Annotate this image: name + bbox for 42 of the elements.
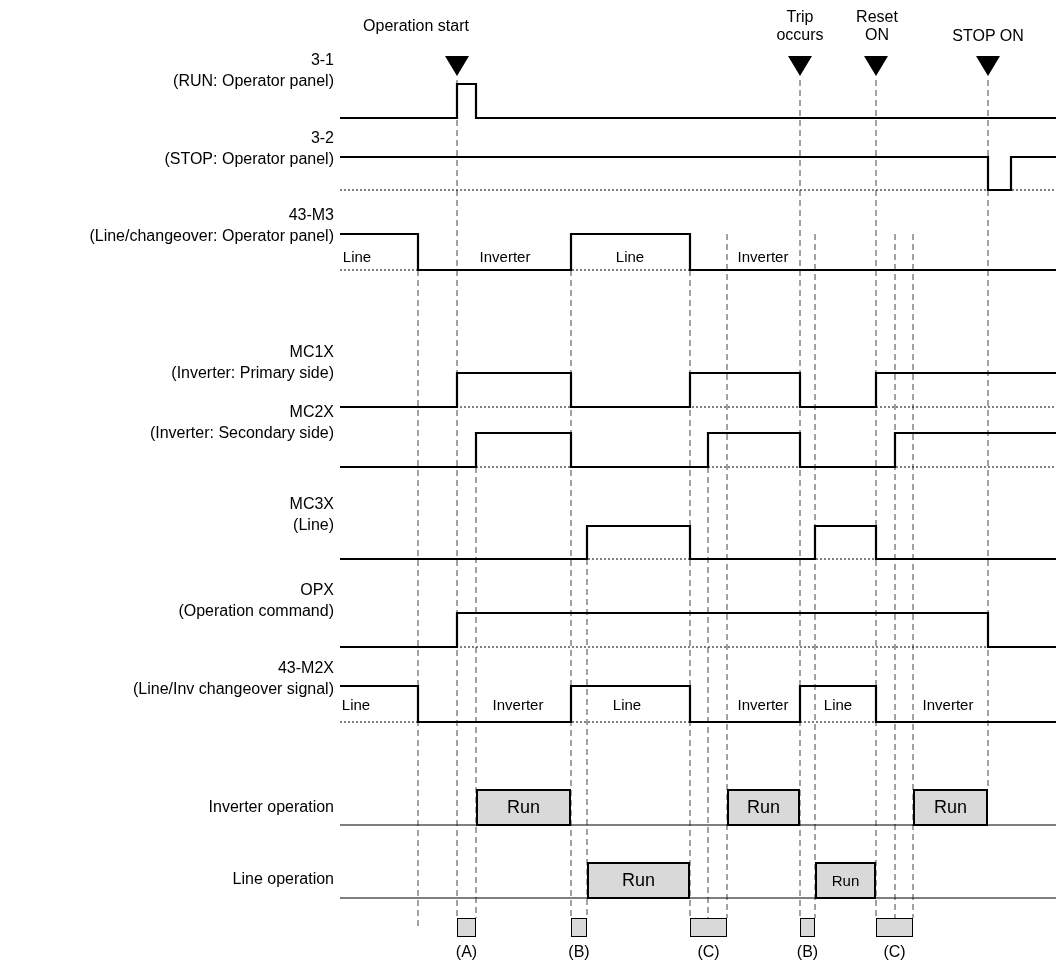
interval-label: (C) [697, 943, 720, 961]
run-interval-box: Run [476, 789, 571, 826]
signal-description: (Operation command) [178, 602, 334, 621]
event-label: Trip occurs [775, 8, 825, 45]
interval-label: (B) [568, 943, 590, 961]
interval-label: (C) [883, 943, 906, 961]
state-label: Inverter [922, 696, 974, 714]
state-label: Inverter [737, 696, 789, 714]
state-label: Line [823, 696, 853, 714]
signal-description: (Line/changeover: Operator panel) [89, 227, 334, 246]
interval-label: (B) [796, 943, 819, 961]
state-label: Line [341, 696, 371, 714]
signal-description: (Line) [293, 516, 334, 535]
signal-description: (Line/Inv changeover signal) [133, 680, 334, 699]
signal-name: OPX [300, 581, 334, 600]
state-label: Line [342, 248, 372, 266]
event-label: STOP ON [952, 27, 1024, 46]
signal-description: (STOP: Operator panel) [164, 150, 334, 169]
run-interval-box: Run [727, 789, 800, 826]
run-interval-box: Run [587, 862, 690, 899]
run-interval-box: Run [815, 862, 876, 899]
signal-name: 43-M2X [277, 659, 334, 678]
signal-description: (Inverter: Secondary side) [149, 424, 334, 443]
signal-name: MC1X [289, 343, 334, 362]
signal-name: 3-2 [310, 129, 334, 148]
state-label: Inverter [737, 248, 789, 266]
state-label: Line [612, 696, 642, 714]
signal-description: (Inverter: Primary side) [171, 364, 334, 383]
signal-name: 43-M3 [288, 206, 334, 225]
interval-label: (A) [455, 943, 478, 961]
run-interval-box: Run [913, 789, 988, 826]
state-label: Inverter [479, 248, 531, 266]
signal-description: (RUN: Operator panel) [173, 72, 334, 91]
state-label: Inverter [492, 696, 544, 714]
state-label: Line [615, 248, 645, 266]
signal-name: MC3X [289, 495, 334, 514]
event-label: Reset ON [855, 8, 899, 45]
row-label: Inverter operation [208, 798, 334, 817]
row-label: Line operation [232, 870, 334, 889]
signal-name: MC2X [289, 403, 334, 422]
signal-name: 3-1 [310, 51, 334, 70]
event-label: Operation start [363, 17, 469, 36]
